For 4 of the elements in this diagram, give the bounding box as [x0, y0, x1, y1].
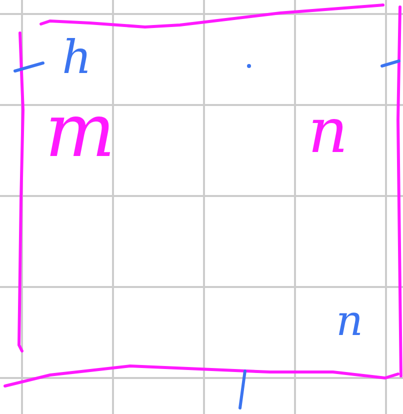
handwritten-letter: n — [308, 100, 348, 162]
handwritten-letter: n — [336, 300, 364, 342]
handwritten-letter: m — [45, 94, 116, 168]
handwritten-letter: h — [62, 34, 92, 80]
